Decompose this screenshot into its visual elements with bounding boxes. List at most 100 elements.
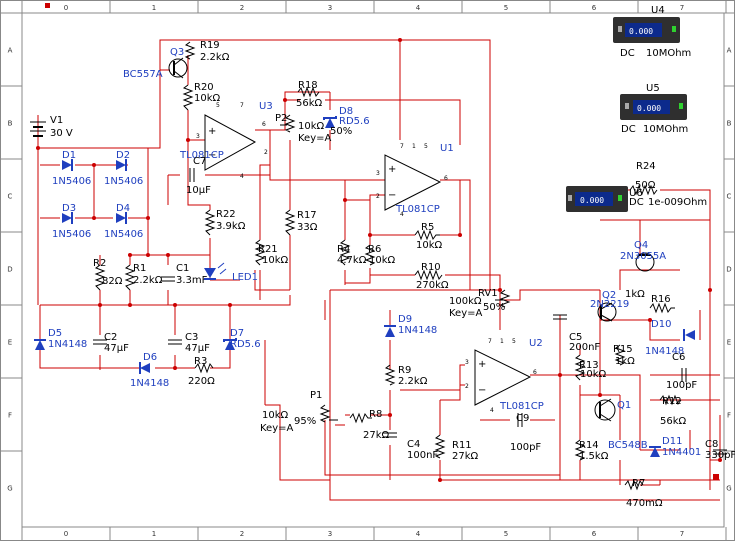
resistor-r21[interactable]: R21 10kΩ bbox=[254, 239, 289, 266]
resistor-r13[interactable]: R13 10kΩ bbox=[574, 354, 607, 381]
c6-ref: C6 bbox=[672, 352, 685, 363]
ruler-column-label: 1 bbox=[152, 530, 156, 538]
pin-label: 7 bbox=[400, 143, 404, 150]
transistor-q4[interactable]: Q4 2N3055A bbox=[620, 240, 666, 272]
transistor-q2[interactable]: Q2 2N2219 bbox=[590, 290, 629, 322]
opamp-u1[interactable]: +− U1 TL081CP 7 1 5 3 2 6 4 bbox=[376, 143, 454, 218]
r15-value: 1kΩ bbox=[615, 356, 635, 367]
opamp-u2[interactable]: +− U2 TL081CP 7 1 5 3 2 6 4 bbox=[465, 338, 544, 414]
p1-value: 10kΩ bbox=[262, 410, 289, 421]
resistor-r15[interactable]: R15 1kΩ bbox=[613, 344, 635, 367]
r6-value: 10kΩ bbox=[369, 255, 396, 266]
transistor-q3[interactable]: Q3 BC557A bbox=[123, 47, 188, 80]
ruler-column-label: 2 bbox=[240, 4, 244, 12]
d11-ref: D11 bbox=[662, 436, 682, 447]
diode-d5[interactable]: D5 1N4148 bbox=[34, 328, 87, 350]
battery-v1[interactable]: V1 30 V bbox=[30, 115, 73, 139]
transistor-q1[interactable]: Q1 BC548B bbox=[594, 398, 648, 451]
r5-ref: R5 bbox=[421, 222, 434, 233]
capacitor-c6[interactable]: C6 100pF bbox=[666, 352, 697, 391]
resistor-r7[interactable]: R7 470mΩ bbox=[624, 478, 663, 509]
r13-value: 10kΩ bbox=[580, 369, 607, 380]
capacitor-c3[interactable]: C3 47µF bbox=[168, 332, 210, 354]
resistor-r20[interactable]: R20 10kΩ bbox=[182, 82, 221, 111]
ruler-row-label: B bbox=[727, 120, 732, 128]
potentiometer-rv1[interactable]: RV1 100kΩ 50% Key=A bbox=[449, 288, 511, 319]
resistor-r9[interactable]: R9 2.2kΩ bbox=[384, 364, 428, 387]
pin-label: 5 bbox=[512, 338, 516, 345]
r4-value: 4.7kΩ bbox=[337, 255, 367, 266]
q1-ref: Q1 bbox=[617, 400, 631, 411]
d8-part: RD5.6 bbox=[339, 116, 370, 127]
resistor-r12[interactable]: R12 56kΩ bbox=[659, 394, 687, 427]
resistor-r24[interactable]: R24 50Ω bbox=[629, 161, 658, 196]
resistor-r22[interactable]: R22 3.9kΩ bbox=[204, 209, 246, 236]
capacitor-c2[interactable]: C2 47µF bbox=[93, 332, 129, 354]
d2-ref: D2 bbox=[116, 150, 130, 161]
ruler-row-label: G bbox=[726, 485, 731, 493]
led-1[interactable]: LED1 bbox=[204, 262, 258, 283]
voltmeter-u5[interactable]: 0.000 U5 DC 10MOhm bbox=[620, 83, 688, 135]
v1-ref: V1 bbox=[50, 115, 63, 126]
diode-d1[interactable]: D1 1N5406 bbox=[52, 150, 91, 187]
resistor-r2[interactable]: R2 82Ω bbox=[93, 258, 123, 291]
resistor-r6[interactable]: R6 10kΩ bbox=[364, 244, 396, 266]
voltmeter-u4[interactable]: 0.000 U4 DC 10MOhm bbox=[613, 5, 691, 59]
resistor-r5[interactable]: R5 10kΩ bbox=[414, 222, 443, 251]
r21-ref: R21 bbox=[258, 244, 278, 255]
capacitor-c8[interactable]: C7 10µF bbox=[186, 156, 211, 196]
resistor-r17[interactable]: R17 33Ω bbox=[284, 209, 318, 236]
potentiometer-p1[interactable]: P1 10kΩ 95% Key=A bbox=[260, 390, 338, 434]
resistor-r10[interactable]: R10 270kΩ bbox=[414, 262, 449, 291]
capacitor-c9[interactable]: C9 100pF bbox=[510, 413, 541, 453]
ruler-row-label: A bbox=[8, 47, 13, 55]
ruler-row-label: E bbox=[8, 339, 12, 347]
r24-ref: R24 bbox=[636, 161, 656, 172]
r15-ref: R15 bbox=[613, 344, 633, 355]
zener-d7[interactable]: D7 RD5.6 bbox=[223, 328, 261, 350]
d5-ref: D5 bbox=[48, 328, 62, 339]
resistor-r11[interactable]: R11 27kΩ bbox=[434, 434, 479, 462]
potentiometer-p2[interactable]: P2 10kΩ Key=A bbox=[275, 113, 332, 144]
capacitor-c7[interactable]: C8 330pF bbox=[705, 439, 735, 461]
zener-d8[interactable]: D8 RD5.6 50% bbox=[323, 106, 370, 137]
resistor-r14[interactable]: R14 1.5kΩ bbox=[574, 439, 609, 462]
ammeter-u6[interactable]: 0.000 U6 DC 1e-009Ohm bbox=[566, 186, 707, 212]
resistor-r3[interactable]: R3 220Ω bbox=[188, 356, 215, 387]
r2-value: 82Ω bbox=[102, 276, 123, 287]
u3-ref: U3 bbox=[259, 101, 273, 112]
capacitor-c5[interactable]: C5 200nF bbox=[553, 314, 600, 353]
d3-part: 1N5406 bbox=[52, 229, 91, 240]
ruler-column-label: 3 bbox=[328, 4, 332, 12]
diode-d2[interactable]: D2 1N5406 bbox=[104, 150, 143, 187]
c4-value: 100nF bbox=[407, 450, 438, 461]
ruler-row-label: F bbox=[727, 412, 731, 420]
r1-value: 2.2kΩ bbox=[133, 275, 163, 286]
diode-d3[interactable]: D3 1N5406 bbox=[52, 203, 91, 240]
diode-d11[interactable]: D11 1N4401 bbox=[649, 436, 701, 458]
r16-ref: R16 bbox=[651, 294, 671, 305]
resistor-r1[interactable]: R1 2.2kΩ bbox=[124, 263, 163, 291]
capacitor-c1[interactable]: C1 3.3mF bbox=[161, 263, 208, 286]
diode-d6[interactable]: D6 1N4148 bbox=[130, 352, 169, 389]
ruler-column-label: 4 bbox=[416, 4, 421, 12]
diode-d10[interactable]: D10 1N4148 bbox=[645, 319, 695, 357]
opamp-u3[interactable]: +− U3 TL081CP 5 7 3 2 6 4 bbox=[179, 101, 273, 180]
c4-ref: C4 bbox=[407, 439, 420, 450]
resistor-r4[interactable]: R4 4.7kΩ bbox=[337, 239, 367, 266]
pin-label: 6 bbox=[262, 121, 266, 128]
resistor-r16[interactable]: R16 1kΩ bbox=[625, 289, 675, 314]
pin-label: 6 bbox=[444, 175, 448, 182]
r21-value: 10kΩ bbox=[262, 255, 289, 266]
resistor-r18[interactable]: R18 56kΩ bbox=[296, 80, 323, 109]
r2-ref: R2 bbox=[93, 258, 106, 269]
resistor-r19[interactable]: R19 2.2kΩ bbox=[184, 40, 230, 63]
d9-part: 1N4148 bbox=[398, 325, 437, 336]
diode-d9[interactable]: D9 1N4148 bbox=[384, 314, 437, 337]
ruler-column-label: 2 bbox=[240, 530, 244, 538]
resistor-r8[interactable]: R8 27kΩ bbox=[349, 409, 390, 441]
capacitor-c4[interactable]: C4 100nF bbox=[383, 432, 438, 461]
diode-d4[interactable]: D4 1N5406 bbox=[104, 203, 143, 240]
q3-part: BC557A bbox=[123, 69, 163, 80]
